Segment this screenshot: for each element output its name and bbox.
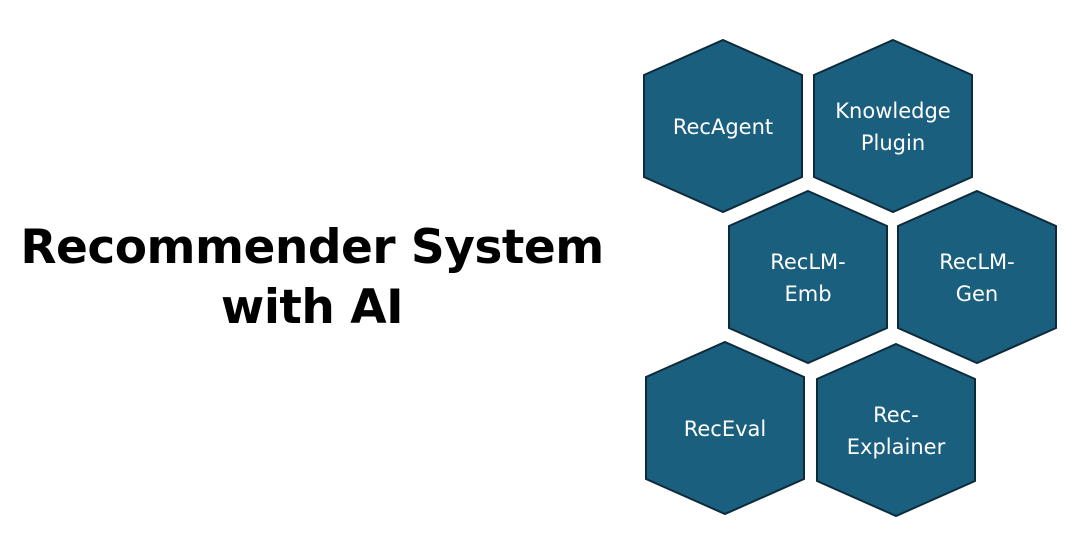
module-receval: RecEval xyxy=(645,340,805,516)
module-reclm-gen: RecLM- Gen xyxy=(897,189,1057,365)
module-label: Emb xyxy=(784,282,831,306)
hexagon-shape xyxy=(645,340,805,516)
module-label: Gen xyxy=(956,282,999,306)
hexagon-shape xyxy=(813,38,973,214)
title-line-1: Recommender System xyxy=(20,220,604,275)
module-label: RecEval xyxy=(684,417,767,441)
module-label: Knowledge xyxy=(835,99,950,123)
module-label: Explainer xyxy=(847,435,946,459)
module-label: RecLM- xyxy=(939,250,1015,274)
hexagon-shape xyxy=(643,38,803,214)
module-label: RecLM- xyxy=(770,250,846,274)
module-rec-explainer: Rec- Explainer xyxy=(816,342,976,518)
diagram-title: Recommender System with AI xyxy=(0,218,624,338)
hexagon-shape xyxy=(816,342,976,518)
hexagon-shape xyxy=(728,189,888,365)
module-recagent: RecAgent xyxy=(643,38,803,214)
module-label: Rec- xyxy=(873,403,919,427)
title-line-2: with AI xyxy=(220,280,404,335)
module-reclm-emb: RecLM- Emb xyxy=(728,189,888,365)
module-label: Plugin xyxy=(861,131,925,155)
module-label: RecAgent xyxy=(673,115,773,139)
hexagon-shape xyxy=(897,189,1057,365)
